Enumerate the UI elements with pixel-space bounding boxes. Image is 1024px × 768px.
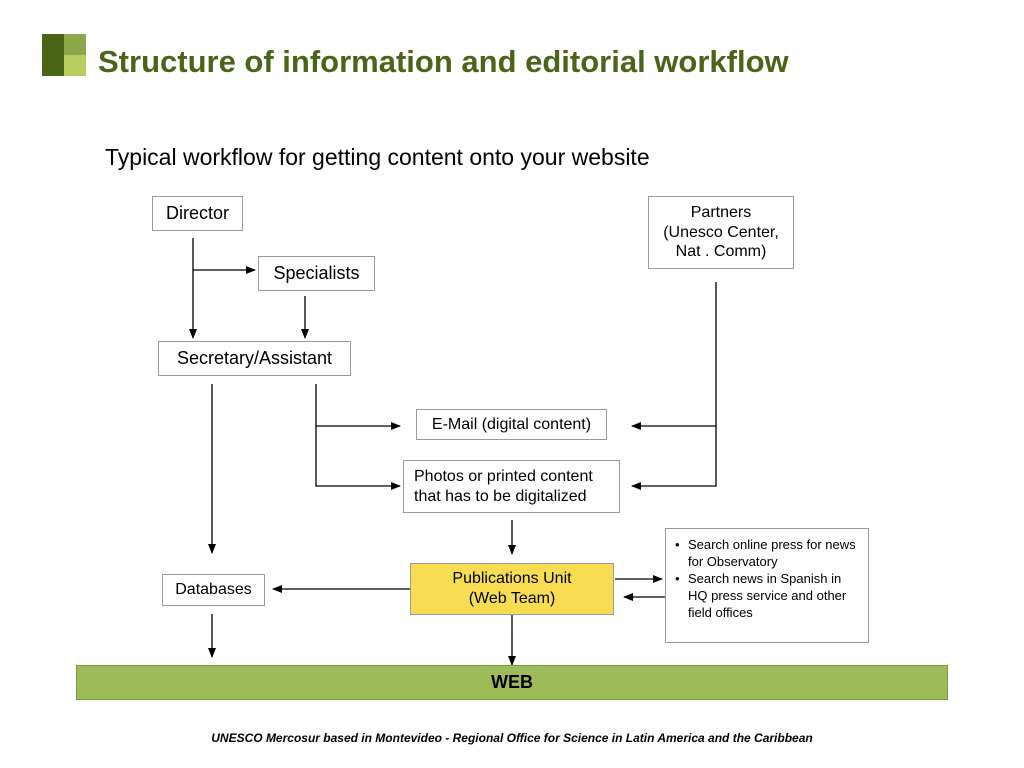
notes-item: Search online press for news for Observa…	[675, 536, 860, 570]
databases-label: Databases	[175, 581, 252, 599]
email-label: E-Mail (digital content)	[431, 415, 592, 433]
partners-label: Partners (Unesco Center, Nat . Comm)	[663, 204, 779, 261]
director-label: Director	[165, 202, 229, 223]
notes-item: Search news in Spanish in HQ press servi…	[675, 570, 860, 621]
databases-node: Databases	[162, 574, 265, 606]
photos-node: Photos or printed content that has to be…	[403, 460, 620, 513]
specialists-node: Specialists	[258, 256, 375, 291]
email-node: E-Mail (digital content)	[416, 409, 607, 440]
notes-box: Search online press for news for Observa…	[665, 528, 869, 643]
notes-list: Search online press for news for Observa…	[675, 536, 860, 621]
secretary-node: Secretary/Assistant	[158, 341, 351, 376]
slide-subtitle: Typical workflow for getting content ont…	[105, 144, 650, 170]
logo-square-mid	[64, 34, 86, 55]
secretary-to-email-arrow	[315, 384, 401, 430]
partners-to-photos-arrow	[631, 426, 717, 490]
slide-title: Structure of information and editorial w…	[98, 44, 789, 79]
logo-square-light	[64, 55, 86, 76]
director-node: Director	[152, 196, 243, 231]
photos-label: Photos or printed content that has to be…	[414, 467, 593, 505]
web-bar: WEB	[76, 665, 948, 700]
specialists-label: Specialists	[273, 262, 360, 283]
secretary-to-photos-arrow	[315, 426, 401, 490]
logo	[42, 34, 86, 76]
publications-unit-node: Publications Unit (Web Team)	[410, 563, 614, 615]
partners-node: Partners (Unesco Center, Nat . Comm)	[648, 196, 794, 269]
logo-square-dark	[42, 34, 64, 76]
footer-text: UNESCO Mercosur based in Montevideo - Re…	[211, 731, 813, 745]
secretary-label: Secretary/Assistant	[176, 347, 333, 368]
partners-to-email-arrow	[631, 282, 717, 430]
web-label: WEB	[491, 672, 533, 692]
publications-unit-label: Publications Unit (Web Team)	[452, 570, 572, 607]
